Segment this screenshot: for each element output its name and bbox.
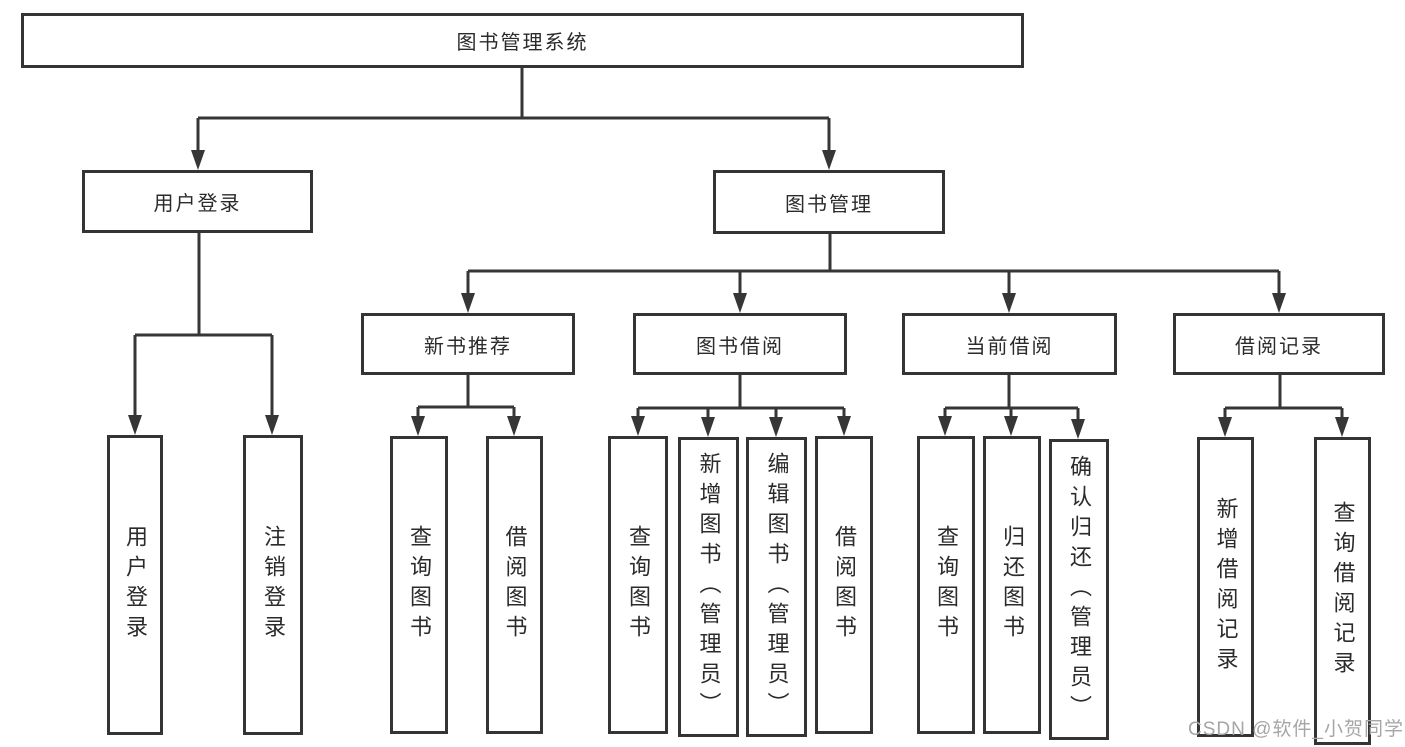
node-borrow-books-1: 借阅图书 [486, 436, 543, 734]
arrow-down-icon [128, 415, 142, 435]
arrow-down-icon [461, 293, 475, 313]
node-confirm-return-admin: 确认归还（管理员） [1049, 439, 1109, 740]
arrow-down-icon [1071, 419, 1085, 439]
arrow-down-icon [1335, 417, 1349, 437]
arrow-down-icon [507, 416, 521, 436]
node-borrow-records: 借阅记录 [1173, 313, 1385, 375]
csdn-watermark: CSDN @软件_小贺同学 [1188, 719, 1404, 740]
node-query-books-2: 查询图书 [608, 436, 668, 734]
node-user-login-action: 用户登录 [107, 435, 163, 735]
arrow-down-icon [701, 417, 715, 437]
node-book-borrow: 图书借阅 [633, 313, 847, 375]
node-new-book-recommend: 新书推荐 [361, 313, 575, 375]
arrow-down-icon [1272, 293, 1286, 313]
arrow-down-icon [837, 416, 851, 436]
node-root-system: 图书管理系统 [21, 13, 1024, 68]
arrow-down-icon [191, 150, 205, 170]
node-query-books-1: 查询图书 [390, 436, 448, 734]
arrow-down-icon [265, 415, 279, 435]
arrow-down-icon [1004, 416, 1018, 436]
arrow-down-icon [1218, 417, 1232, 437]
node-user-login: 用户登录 [82, 170, 313, 233]
arrow-down-icon [1002, 293, 1016, 313]
node-current-borrow: 当前借阅 [902, 313, 1117, 375]
node-add-borrow-record: 新增借阅记录 [1197, 437, 1254, 737]
arrow-down-icon [631, 416, 645, 436]
node-return-book: 归还图书 [983, 436, 1041, 734]
arrow-down-icon [938, 416, 952, 436]
node-logout-action: 注销登录 [243, 435, 303, 735]
node-add-book-admin: 新增图书（管理员） [678, 437, 739, 737]
arrow-down-icon [411, 416, 425, 436]
node-book-management: 图书管理 [713, 170, 945, 234]
node-borrow-books-2: 借阅图书 [815, 436, 873, 734]
node-query-borrow-record: 查询借阅记录 [1314, 437, 1371, 745]
node-edit-book-admin: 编辑图书（管理员） [746, 437, 807, 737]
arrow-down-icon [769, 417, 783, 437]
node-query-books-3: 查询图书 [917, 436, 975, 734]
arrow-down-icon [733, 293, 747, 313]
arrow-down-icon [822, 150, 836, 170]
